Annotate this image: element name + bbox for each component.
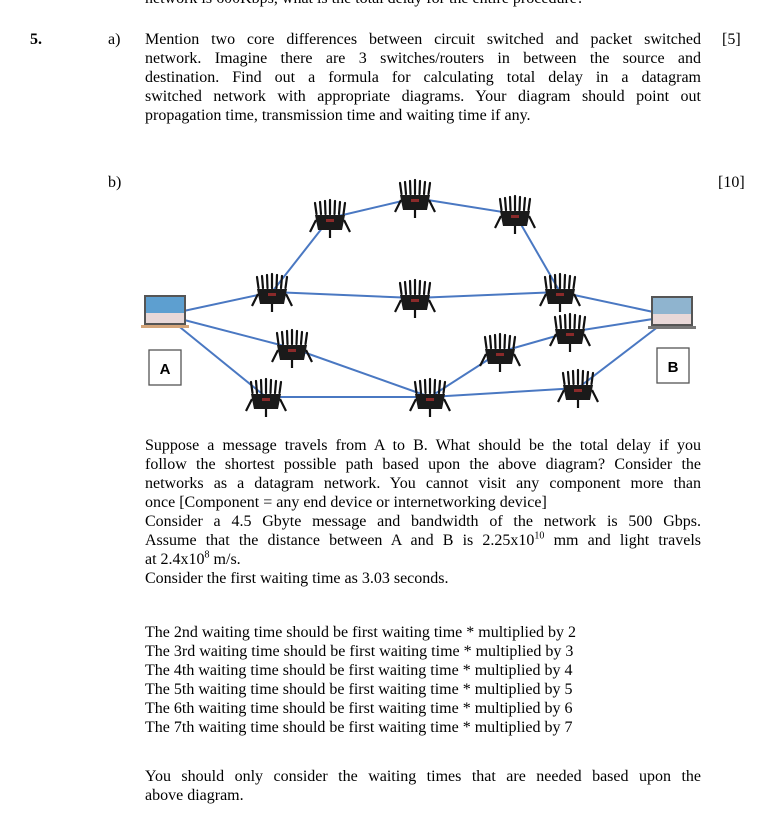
text-line: Mention two core differences between cir… bbox=[145, 31, 701, 48]
router-icon bbox=[494, 194, 536, 234]
svg-text:B: B bbox=[668, 359, 679, 376]
svg-text:A: A bbox=[160, 361, 171, 378]
text-line: networks as a datagram network. You cann… bbox=[145, 475, 701, 492]
text-line: Suppose a message travels from A to B. W… bbox=[145, 437, 701, 454]
router-icon bbox=[245, 377, 287, 417]
router-icon bbox=[394, 278, 436, 318]
waiting-time-list: The 2nd waiting time should be first wai… bbox=[145, 623, 701, 737]
router-icon bbox=[409, 377, 451, 417]
dest-label-box: B bbox=[656, 347, 690, 384]
first-wait-line: Consider the first waiting time as 3.03 … bbox=[145, 570, 449, 587]
router-icon bbox=[549, 312, 591, 352]
part-a-marks: [5] bbox=[722, 31, 741, 48]
router-icon bbox=[309, 198, 351, 238]
text-line: Consider a 4.5 Gbyte message and bandwid… bbox=[145, 513, 701, 530]
laptop-icon bbox=[648, 296, 696, 329]
question-number: 5. bbox=[30, 31, 42, 48]
router-icon bbox=[557, 368, 599, 408]
text-line: propagation time, transmission time and … bbox=[145, 107, 531, 124]
final-note: You should only consider the waiting tim… bbox=[145, 767, 701, 805]
wait-line: The 3rd waiting time should be first wai… bbox=[145, 643, 574, 660]
text-line: network. Imagine there are 3 switches/ro… bbox=[145, 50, 701, 67]
part-a-text: Mention two core differences between cir… bbox=[145, 30, 701, 125]
network-link bbox=[414, 291, 561, 299]
network-link bbox=[414, 197, 516, 215]
text-line: destination. Find out a formula for calc… bbox=[145, 69, 701, 86]
part-b-label: b) bbox=[108, 174, 122, 191]
network-link bbox=[164, 314, 267, 398]
text-line: switched network with appropriate diagra… bbox=[145, 88, 701, 105]
text-line: once [Component = any end device or inte… bbox=[145, 494, 547, 511]
network-link bbox=[291, 347, 431, 398]
router-icon bbox=[394, 178, 436, 218]
source-label-box: A bbox=[148, 349, 182, 386]
router-icon bbox=[539, 272, 581, 312]
wait-line: The 2nd waiting time should be first wai… bbox=[145, 624, 577, 641]
text-line: above diagram. bbox=[145, 787, 244, 804]
speed-line: at 2.4x108 m/s. bbox=[145, 549, 241, 568]
laptop-icon bbox=[141, 295, 189, 328]
wait-line: The 4th waiting time should be first wai… bbox=[145, 662, 573, 679]
wait-line: The 7th waiting time should be first wai… bbox=[145, 719, 573, 736]
network-link bbox=[514, 213, 561, 293]
wait-line: The 6th waiting time should be first wai… bbox=[145, 700, 573, 717]
network-link bbox=[164, 314, 293, 349]
router-icon bbox=[271, 328, 313, 368]
part-b-marks: [10] bbox=[718, 174, 745, 191]
text-line: You should only consider the waiting tim… bbox=[145, 768, 701, 785]
part-b-text: Suppose a message travels from A to B. W… bbox=[145, 436, 701, 588]
text-line: follow the shortest possible path based … bbox=[145, 456, 701, 473]
wait-line: The 5th waiting time should be first wai… bbox=[145, 681, 573, 698]
distance-line: Assume that the distance between A and B… bbox=[145, 530, 701, 549]
network-link bbox=[271, 291, 416, 299]
part-a-label: a) bbox=[108, 31, 121, 48]
cutoff-text-line: network is 600Kbps, what is the total de… bbox=[145, 0, 584, 8]
network-link bbox=[429, 387, 579, 398]
router-icon bbox=[479, 332, 521, 372]
router-icon bbox=[251, 272, 293, 312]
